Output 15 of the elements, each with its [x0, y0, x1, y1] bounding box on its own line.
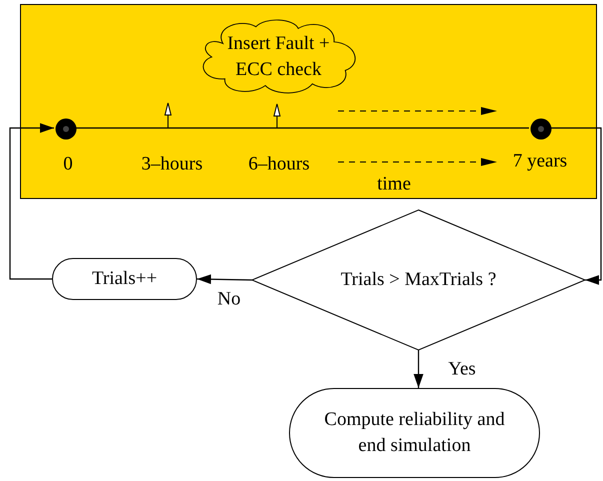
axis-label: 6–hours — [248, 154, 310, 176]
arrow — [551, 127, 602, 285]
cloud-label: Insert Fault + ECC check — [226, 32, 331, 82]
axis-label: 3–hours — [141, 154, 203, 176]
arrow — [414, 350, 424, 388]
axis-label: 0 — [63, 154, 73, 176]
axis-label: 7 years — [512, 152, 568, 172]
arrow — [9, 123, 54, 280]
axis-label: time — [377, 174, 411, 196]
node-label: Compute reliability and end simulation — [323, 408, 506, 458]
node-label: Trials++ — [92, 267, 158, 292]
panel-background — [20, 4, 597, 199]
process-box — [52, 258, 197, 300]
arrow — [196, 274, 252, 284]
node-label: Trials > MaxTrials ? — [340, 268, 496, 292]
